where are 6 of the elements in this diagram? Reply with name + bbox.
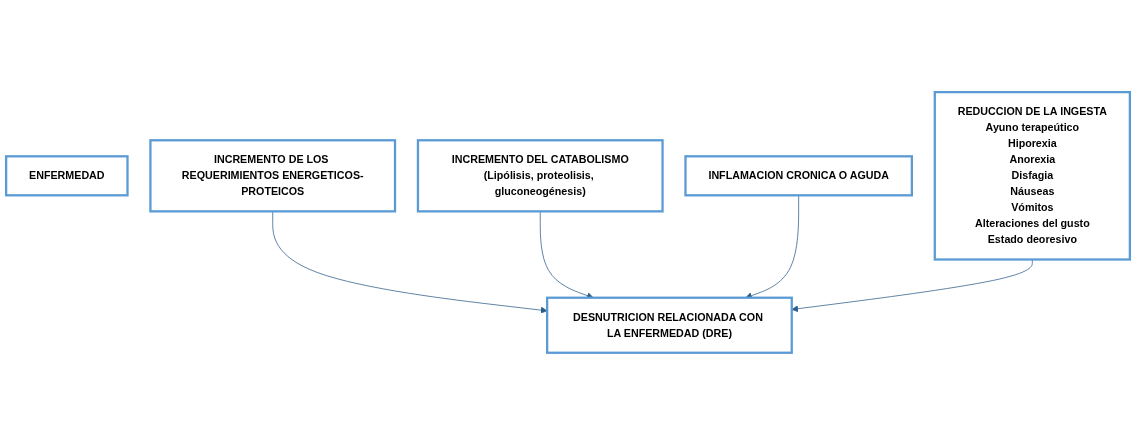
node-box: INCREMENTO DE LOS REQUERIMIENTOS ENERGETICOS-PROTEICOS bbox=[149, 139, 397, 213]
node-box: INFLAMACION CRONICA O AGUDA bbox=[684, 155, 913, 197]
node-box: DESNUTRICION RELACIONADA CON LA ENFERMEDAD (DRE) bbox=[546, 296, 793, 354]
node-box: REDUCCION DE LA INGESTA Ayuno terapeútico Hiporexia Anorexia Disfagia Náuseas Vómitos Alteraciones del gusto Estado deoresivo bbox=[933, 91, 1131, 261]
node-box: INCREMENTO DEL CATABOLISMO (Lipólisis, proteolisis, gluconeogénesis) bbox=[416, 139, 664, 213]
node-box: ENFERMEDAD bbox=[5, 155, 129, 197]
